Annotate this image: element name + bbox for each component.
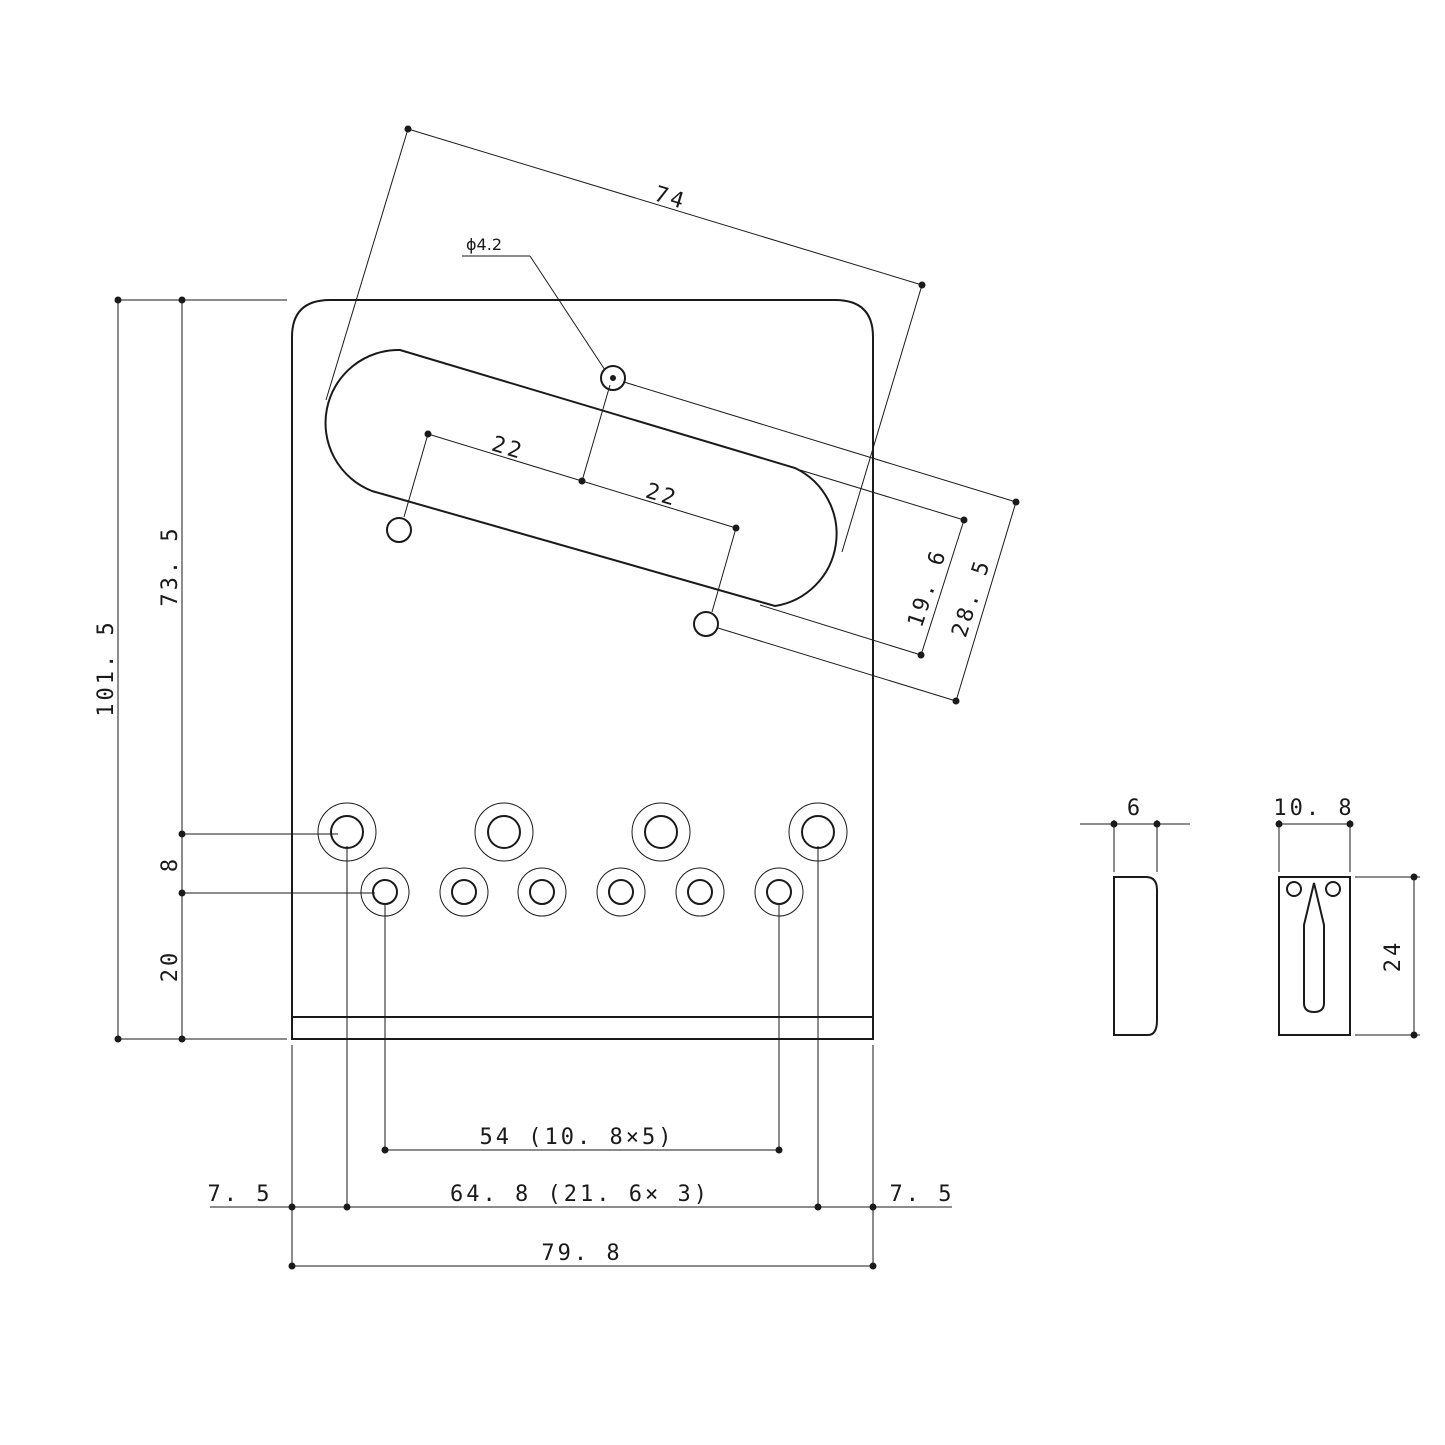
screw-hole-center [610, 375, 616, 381]
dim-label: 79. 8 [541, 1241, 622, 1266]
dim-pickup-length: 74 [325, 125, 926, 553]
saddle-view: 10. 8 24 [1273, 796, 1420, 1039]
screw-hole [600, 365, 626, 391]
dim-label: 8 [158, 856, 183, 872]
saddle-body [1278, 876, 1351, 1036]
dim-left-heights: 101. 5 73. 5 8 20 [94, 296, 375, 1043]
dim-label: 22 [643, 479, 681, 512]
dim-label: 54 (10. 8×5) [480, 1125, 675, 1150]
dim-bottom-widths: 54 (10. 8×5) 7. 5 64. 8 (21. 6× 3) 7. 5 … [208, 846, 955, 1270]
pickup-mount-holes [386, 365, 719, 637]
plate-outline [291, 299, 874, 1040]
dim-label: 64. 8 (21. 6× 3) [450, 1182, 710, 1207]
saddle-slot [1303, 882, 1325, 1014]
dim-label: 101. 5 [94, 619, 119, 716]
bridge-plate [291, 299, 874, 1040]
dim-label: 74 [651, 182, 689, 215]
dim-label: 73. 5 [158, 525, 183, 606]
dim-label: 10. 8 [1273, 796, 1354, 821]
mount-hole [693, 611, 719, 637]
dim-offsets: 19. 6 28. 5 [623, 381, 1020, 705]
dim-label: 19. 6 [903, 545, 952, 630]
side-profile [1113, 876, 1158, 1036]
saddle-mount-holes [317, 802, 848, 862]
side-view: 6 [1080, 796, 1190, 1036]
dim-label: 7. 5 [890, 1182, 955, 1207]
dim-label: 20 [158, 950, 183, 983]
dim-label: 24 [1381, 940, 1406, 973]
pickup-slot [324, 348, 838, 608]
dim-label: 28. 5 [947, 555, 996, 640]
dim-label: 22 [489, 432, 527, 465]
dim-screw-hole-dia: ϕ4.2 [462, 235, 606, 371]
dim-label: 7. 5 [208, 1182, 273, 1207]
dim-label: 6 [1127, 796, 1143, 821]
dim-label: ϕ4.2 [466, 235, 502, 254]
dim-pole-spacing: 22 22 [403, 384, 740, 613]
mount-hole [386, 517, 412, 543]
string-holes [360, 867, 804, 917]
